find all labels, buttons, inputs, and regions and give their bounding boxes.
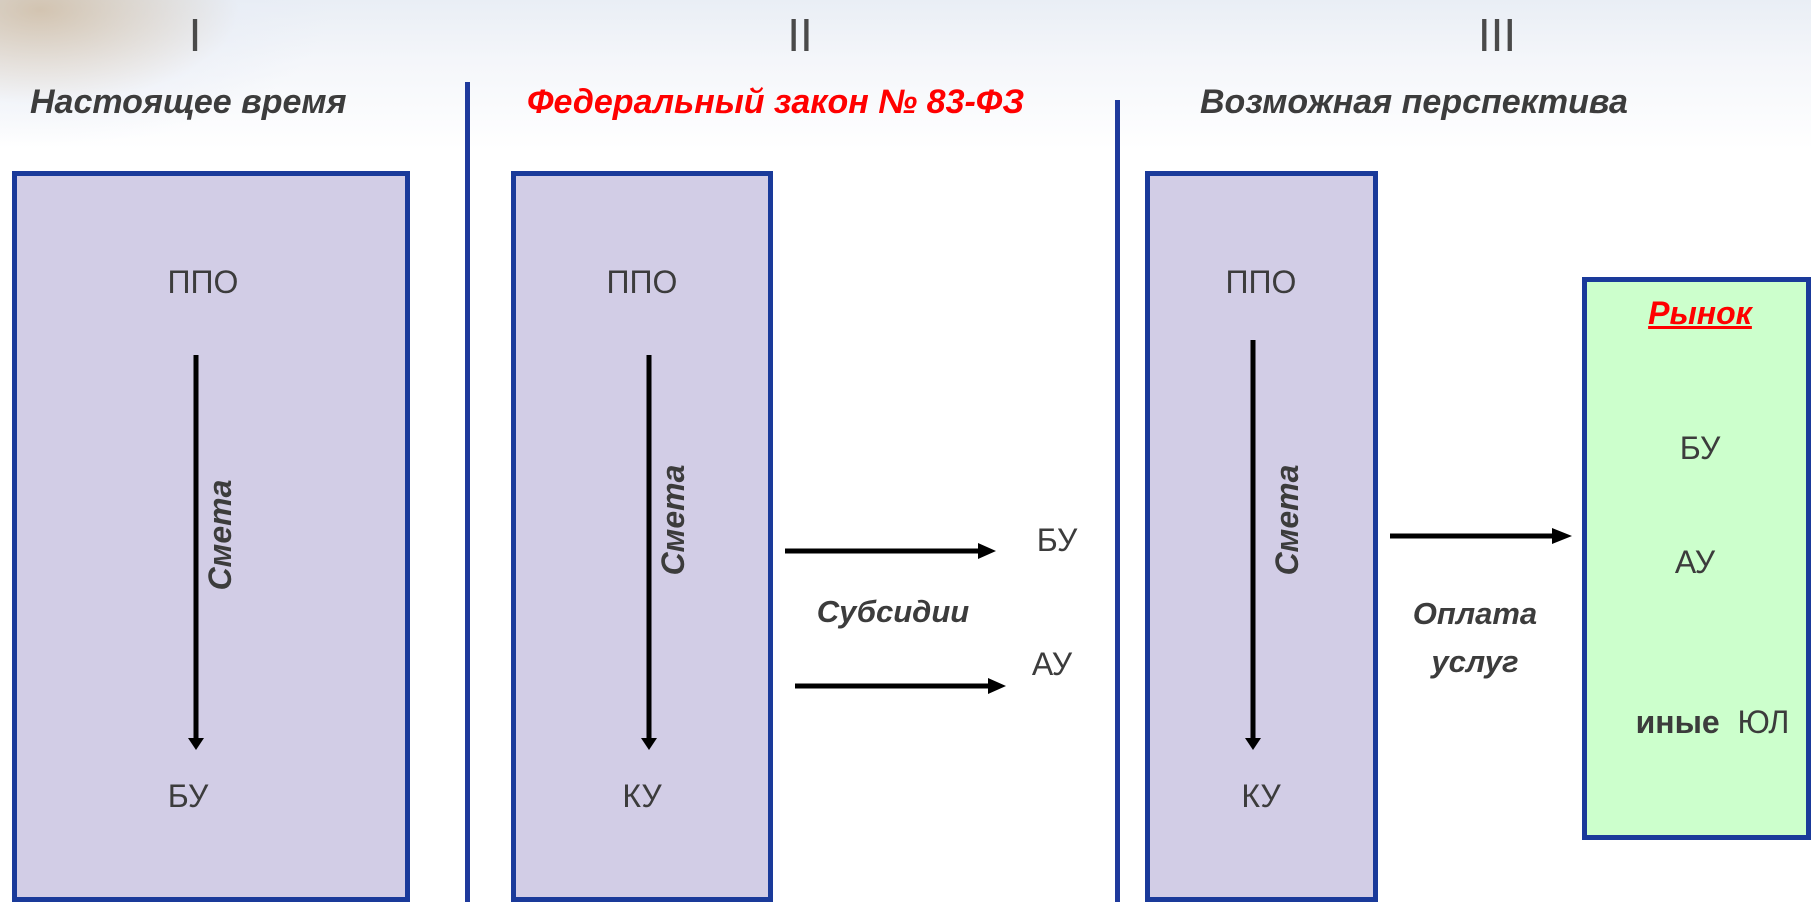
column-3-title: Возможная перспектива: [1200, 83, 1628, 121]
subsidy-arrowhead-1: [978, 543, 996, 559]
market-item-au: АУ: [1674, 544, 1716, 580]
column-2-title: Федеральный закон № 83-ФЗ: [527, 83, 1025, 121]
market-box: [1582, 277, 1811, 840]
column-2-bottom-label: КУ: [622, 778, 662, 814]
market-title: Рынок: [1648, 295, 1752, 331]
subsidy-target-1: БУ: [1036, 522, 1078, 558]
column-3-top-label: ППО: [1225, 264, 1297, 300]
column-2-box: [511, 171, 773, 902]
column-2-numeral: II: [787, 9, 813, 61]
subsidy-arrowhead-2: [988, 678, 1006, 694]
payment-label-line-2: услуг: [1431, 644, 1519, 679]
market-item-other-bold: иные: [1635, 704, 1720, 740]
market-item-other-rest: ЮЛ: [1737, 704, 1790, 740]
column-divider-1: [465, 82, 470, 902]
column-1-top-label: ППО: [167, 264, 239, 300]
column-3-numeral: III: [1477, 9, 1517, 61]
column-1-numeral: I: [188, 9, 202, 61]
column-3-box: [1145, 171, 1378, 902]
subsidy-label: Субсидии: [816, 594, 970, 629]
market-item-bu: БУ: [1679, 430, 1721, 466]
market-item-other: иные ЮЛ: [1620, 704, 1805, 740]
column-divider-2: [1115, 100, 1120, 902]
column-2-top-label: ППО: [606, 264, 678, 300]
payment-label-line-1: Оплата: [1412, 596, 1538, 631]
column-2-arrowhead: [641, 738, 657, 750]
column-1-bottom-label: БУ: [167, 778, 209, 814]
subsidy-target-2: АУ: [1031, 646, 1073, 682]
column-3-bottom-label: КУ: [1241, 778, 1281, 814]
column-3-arrowhead: [1245, 738, 1261, 750]
column-1-title: Настоящее время: [30, 83, 347, 121]
column-1-arrowhead: [188, 738, 204, 750]
payment-arrowhead: [1552, 528, 1572, 544]
column-1-box: [12, 171, 410, 902]
header-background: [0, 0, 1811, 190]
